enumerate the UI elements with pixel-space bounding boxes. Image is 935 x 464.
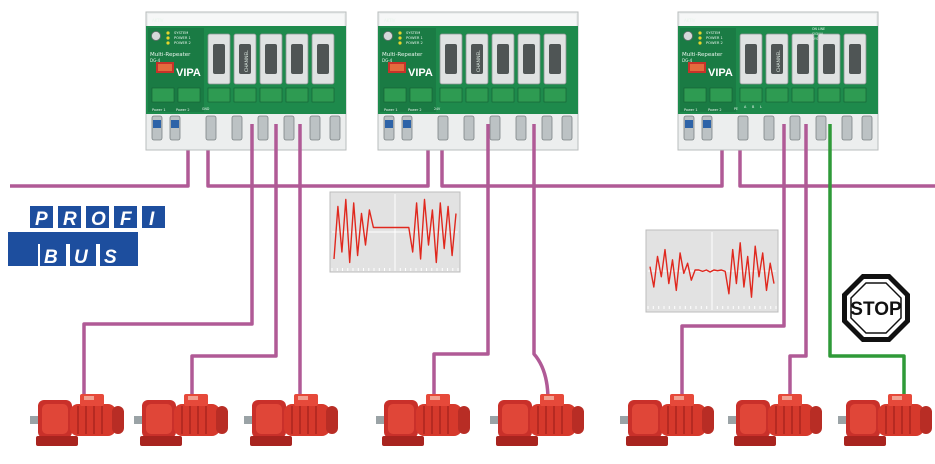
repeater-small-label: GND (202, 107, 210, 111)
port-label-b: B (752, 105, 755, 109)
vipa-logo: VIPA (176, 67, 201, 79)
stop-control-line (828, 124, 906, 400)
multi-repeater-1: AKTIV SYSTEM POWER 1 POWER 2 Multi-Repea… (145, 11, 347, 151)
repeater-power-label-1: Power 1 (684, 108, 698, 112)
repeater-model: Multi-Repeater (382, 52, 423, 58)
repeater-led-label-1: SYSTEM (706, 31, 720, 35)
multi-repeater-2: AKTIV SYSTEM POWER 1 POWER 2 Multi-Repea… (377, 11, 579, 151)
profibus-trunk-cable (10, 138, 935, 188)
repeater-channel-label: CHANNEL (476, 50, 482, 72)
svg-text:O: O (91, 209, 106, 230)
repeater-small-label: 24V (434, 107, 441, 111)
stop-sign-icon: STOP (842, 274, 910, 342)
gear-motor (727, 393, 823, 447)
gear-motor (837, 393, 933, 447)
channel-led-label-1: ON LINE (812, 27, 825, 31)
scope-trace-line (333, 198, 457, 264)
signal-scope-2 (645, 229, 779, 313)
stop-sign-text: STOP (850, 299, 902, 320)
gear-motor (133, 393, 229, 447)
repeater-model-code: DG-4 (150, 58, 161, 63)
repeater-model-code: DG-4 (682, 58, 693, 63)
repeater-led-label-3: POWER 2 (406, 41, 423, 45)
repeater-led-label-2: POWER 1 (174, 36, 191, 40)
svg-text:S: S (104, 247, 117, 268)
repeater-power-label-2: Power 2 (176, 108, 190, 112)
repeater-led-label-2: POWER 1 (706, 36, 723, 40)
repeater-model: Multi-Repeater (682, 52, 723, 58)
drop-cables (82, 124, 808, 401)
profibus-logo: P R O F I B U S (8, 206, 165, 268)
motors (29, 393, 933, 447)
repeater-header-label: AKTIV (384, 18, 396, 23)
repeater-led-label-1: SYSTEM (174, 31, 188, 35)
repeater-model-code: DG-4 (382, 58, 393, 63)
scope-trace-line (649, 242, 775, 298)
port-label-l: L (760, 105, 762, 109)
repeater-channel-label: CHANNEL (776, 50, 782, 72)
gear-motor (29, 393, 125, 447)
repeater-power-label-2: Power 2 (408, 108, 422, 112)
gear-motor (619, 393, 715, 447)
repeater-channel-label: CHANNEL (244, 50, 250, 72)
vipa-logo: VIPA (708, 67, 733, 79)
signal-scope-1 (329, 191, 461, 273)
repeater-led-label-1: SYSTEM (406, 31, 420, 35)
repeater-small-label: PE (734, 107, 738, 111)
multi-repeater-3: AKTIV SYSTEM POWER 1 POWER 2 Multi-Repea… (677, 11, 879, 151)
repeater-led-label-3: POWER 2 (174, 41, 191, 45)
repeater-power-label-1: Power 1 (384, 108, 398, 112)
svg-text:U: U (74, 247, 89, 268)
channel-led-label-3: SYS (812, 37, 818, 41)
port-label-a: A (744, 105, 747, 109)
scope-1-trace (333, 198, 457, 264)
repeater-header-label: AKTIV (684, 18, 696, 23)
vipa-logo: VIPA (408, 67, 433, 79)
scope-2-trace (649, 242, 775, 298)
repeater-led-label-2: POWER 1 (406, 36, 423, 40)
channel-led-label-2: SIGNAL (812, 32, 824, 36)
repeater-led-label-3: POWER 2 (706, 41, 723, 45)
svg-text:P: P (35, 209, 48, 230)
svg-text:F: F (120, 209, 133, 230)
gear-motor (243, 393, 339, 447)
svg-text:I: I (149, 209, 155, 230)
repeater-header-label: AKTIV (152, 18, 164, 23)
svg-text:R: R (63, 209, 77, 230)
repeater-model: Multi-Repeater (150, 52, 191, 58)
svg-text:B: B (44, 247, 58, 268)
gear-motor (489, 393, 585, 447)
gear-motor (375, 393, 471, 447)
repeater-power-label-2: Power 2 (708, 108, 722, 112)
repeater-power-label-1: Power 1 (152, 108, 166, 112)
